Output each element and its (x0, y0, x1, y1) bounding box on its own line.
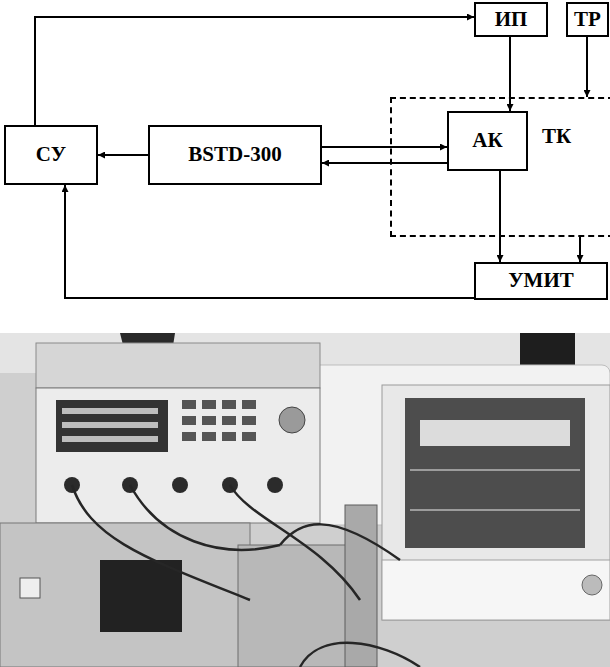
oven-knob (582, 575, 602, 595)
rack-bar (410, 509, 580, 511)
cable (130, 485, 280, 550)
oven-window (405, 398, 585, 548)
terminal (172, 477, 188, 493)
block-label: УМИТ (508, 269, 574, 292)
measuring-module (238, 545, 348, 667)
cable (230, 485, 360, 600)
signal-arrow (579, 237, 581, 262)
psu-terminals (64, 477, 283, 493)
psu-top (36, 343, 320, 388)
cable (300, 643, 420, 667)
button (242, 400, 256, 409)
signal-arrow (98, 154, 148, 156)
psu-knob (279, 407, 305, 433)
button (222, 416, 236, 425)
block-box: УМИТ (474, 262, 608, 300)
display-line (62, 436, 158, 442)
button (182, 432, 196, 441)
rack-bar (410, 469, 580, 471)
cables (72, 485, 420, 667)
block-box: АК (447, 111, 528, 171)
button (242, 416, 256, 425)
signal-arrow (509, 37, 511, 111)
signal-arrow (35, 17, 474, 125)
block-box: ТР (566, 2, 609, 37)
button (202, 416, 216, 425)
block-label: BSTD-300 (188, 143, 281, 166)
photo-background (0, 333, 610, 667)
button (242, 432, 256, 441)
block-box: ИП (474, 2, 548, 37)
block-label: СУ (36, 143, 66, 166)
block-label: АК (472, 129, 502, 152)
signal-arrow (499, 171, 501, 262)
oven-base (382, 560, 610, 620)
signal-arrow (586, 37, 588, 97)
signal-arrow (322, 162, 447, 164)
cable (280, 524, 400, 560)
button (202, 432, 216, 441)
button (182, 416, 196, 425)
chamber-region: ТК АК (390, 97, 610, 237)
bstd-screen (100, 560, 182, 632)
display-lines (62, 408, 158, 442)
button (182, 400, 196, 409)
psu-display (56, 400, 168, 452)
button (222, 432, 236, 441)
display-line (62, 408, 158, 414)
signal-arrow (65, 185, 474, 298)
oven-body (382, 385, 610, 620)
block-label: ТК (542, 125, 571, 148)
block-box: BSTD-300 (148, 125, 322, 185)
button (202, 400, 216, 409)
cable (72, 485, 250, 600)
terminal (267, 477, 283, 493)
block-label: ТР (574, 8, 601, 31)
display-line (62, 422, 158, 428)
signal-arrow (322, 146, 447, 148)
block-label: ИП (495, 8, 528, 31)
power-button (20, 578, 40, 598)
block-box: СУ (4, 125, 98, 185)
oven-rack (410, 470, 580, 510)
oven-sample (420, 420, 570, 446)
psu-buttons (182, 400, 256, 441)
button (222, 400, 236, 409)
